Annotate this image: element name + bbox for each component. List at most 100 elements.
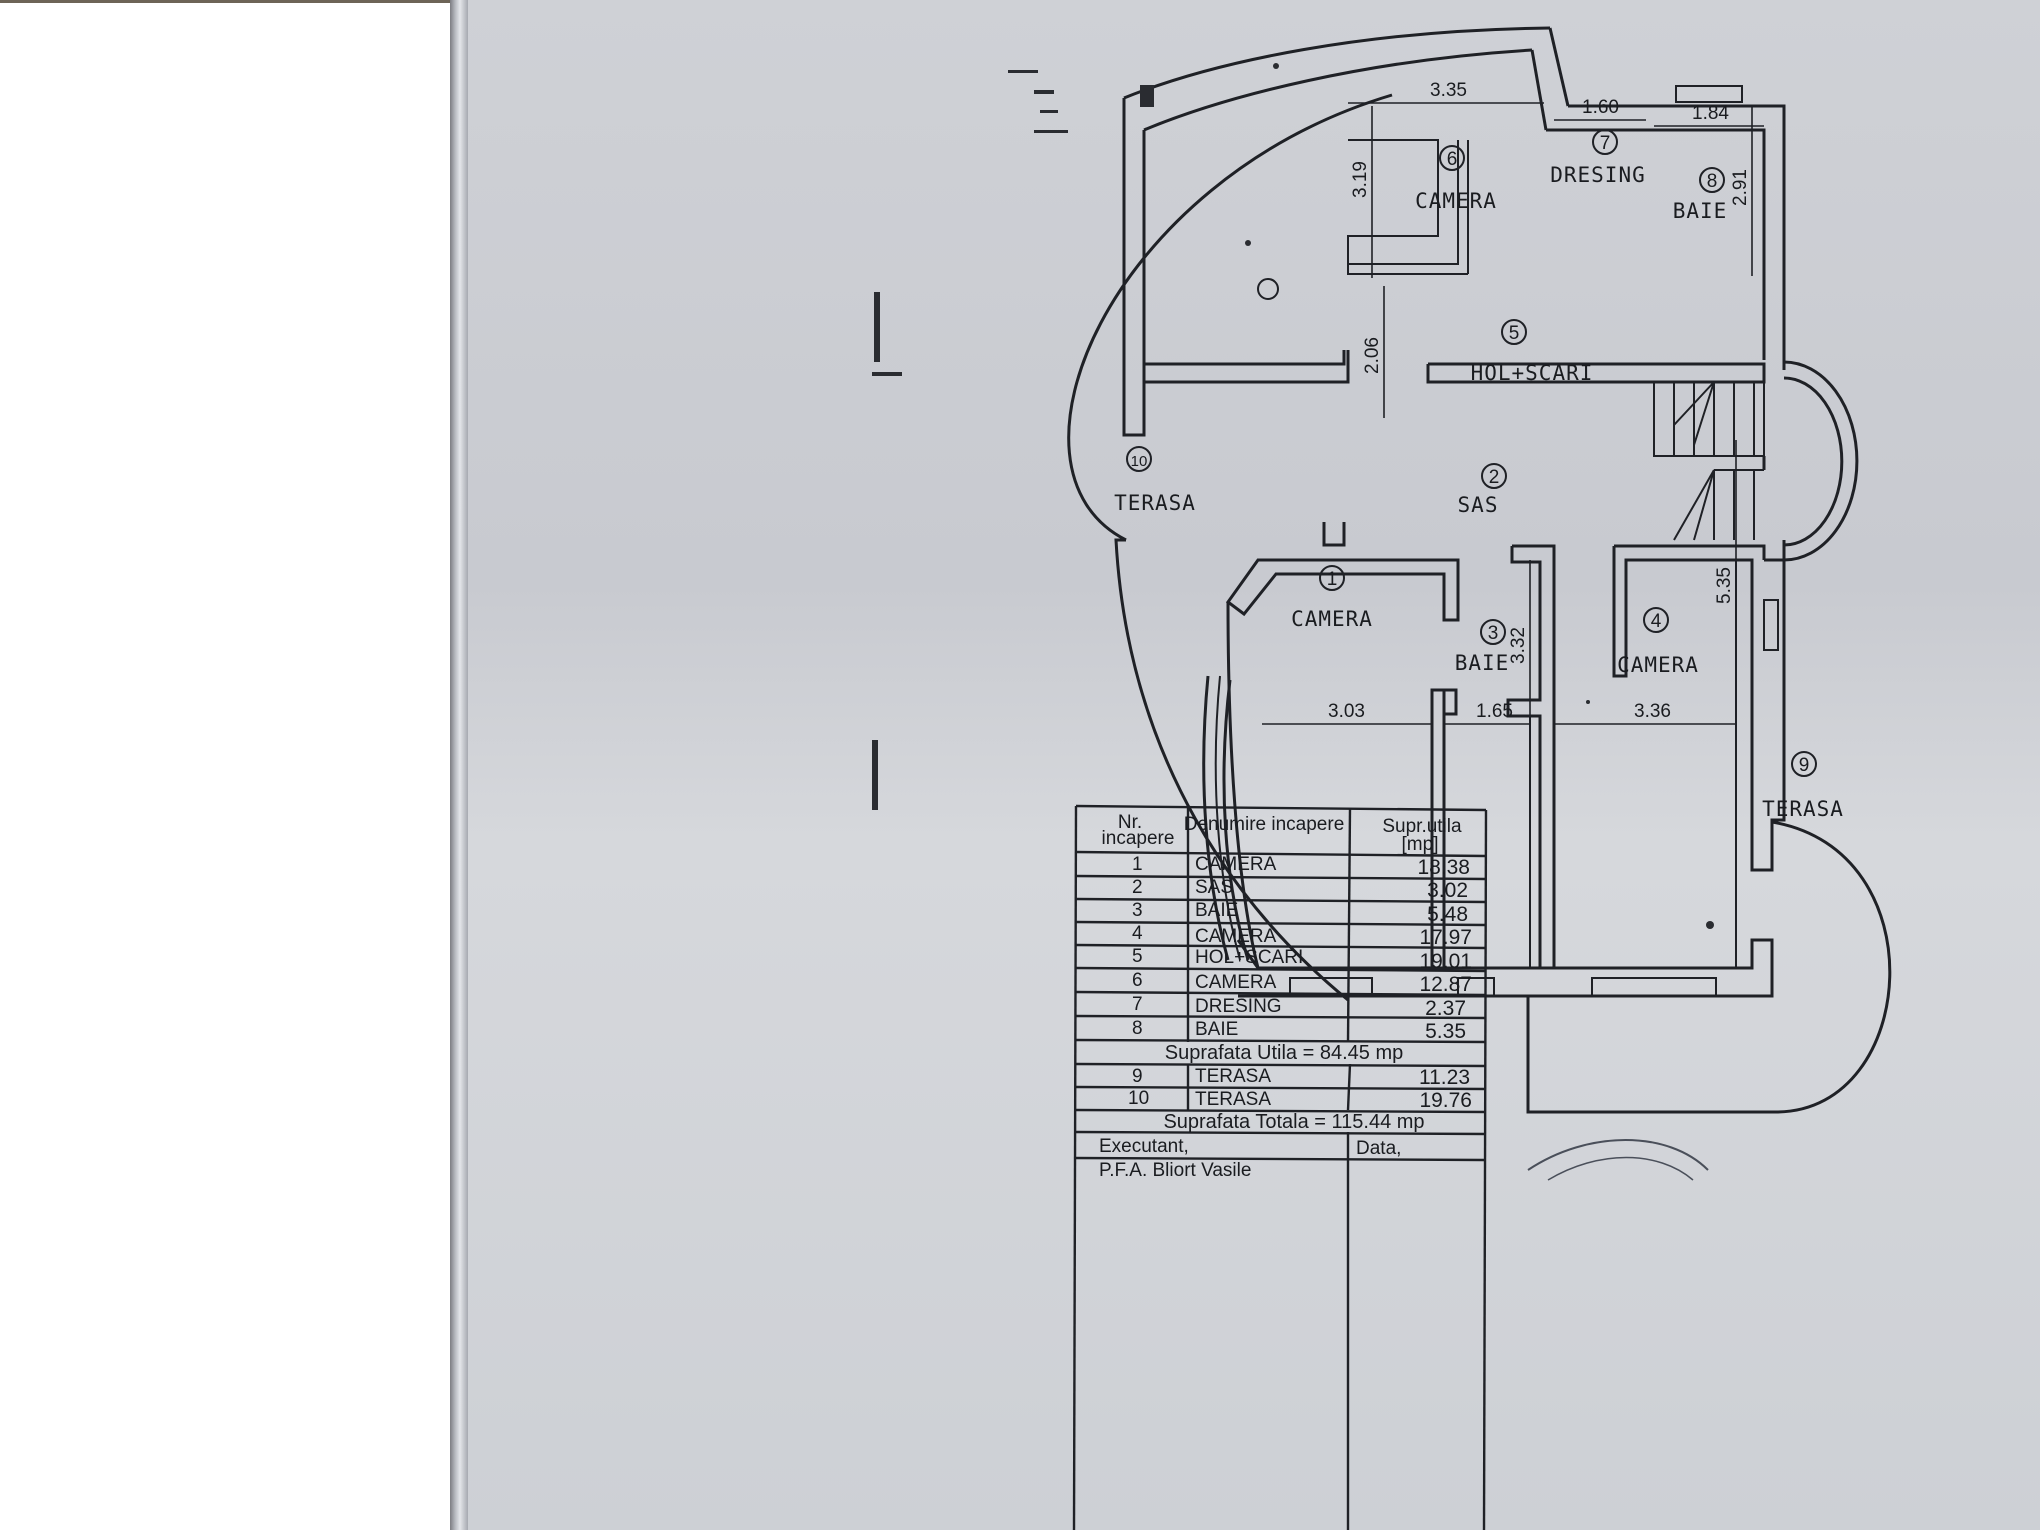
table-row: 9 TERASA 11.23 (1132, 1066, 1470, 1089)
table-header-no: incapere (1102, 828, 1175, 849)
floor-plan-drawing: 3.35 1.60 1.84 3.19 2.91 2.06 3.03 1.65 … (872, 26, 1892, 1530)
room-name: CAMERA (1415, 189, 1497, 213)
room-name: BAIE (1673, 199, 1728, 223)
table-row: 8 BAIE 5.35 (1132, 1018, 1466, 1043)
table-cell: SAS (1195, 877, 1233, 898)
room-name: HOL+SCARI (1471, 361, 1594, 385)
dim-label: 3.35 (1430, 80, 1467, 101)
table-cell: 3 (1132, 900, 1143, 921)
table-cell: 10 (1128, 1088, 1149, 1109)
table-header-name: Denumire incapere (1184, 814, 1345, 835)
room-name: SAS (1458, 493, 1499, 517)
room-number: 9 (1799, 755, 1810, 776)
table-cell: 19.76 (1419, 1089, 1472, 1112)
table-executant-label: Executant, (1099, 1136, 1189, 1157)
dimension-labels: 3.35 1.60 1.84 3.19 2.91 2.06 3.03 1.65 … (1328, 80, 1751, 722)
table-total: Suprafata Totala = 115.44 mp (1163, 1111, 1424, 1133)
table-cell: 2.37 (1425, 997, 1466, 1020)
room-8-label: 8 BAIE (1673, 167, 1728, 223)
table-date-label: Data, (1356, 1138, 1401, 1159)
table-row: 1 CAMERA 18.38 (1132, 854, 1470, 879)
room-name: CAMERA (1291, 607, 1373, 631)
dim-label: 2.06 (1362, 337, 1383, 374)
staircase (1653, 381, 1765, 541)
scan-specks (872, 63, 1714, 929)
room-name: TERASA (1114, 491, 1196, 515)
table-cell: 19.01 (1419, 950, 1472, 973)
area-table: Nr. incapere Denumire incapere Supr.util… (1072, 804, 1488, 1530)
stamp-mark (1527, 1139, 1709, 1171)
room-name: DRESING (1550, 163, 1646, 187)
table-cell: 5 (1132, 946, 1143, 967)
table-cell: 4 (1132, 923, 1143, 944)
table-row: 7 DRESING 2.37 (1132, 994, 1466, 1020)
table-cell: DRESING (1195, 996, 1282, 1017)
table-cell: 2 (1132, 877, 1143, 898)
table-row: 6 CAMERA 12.87 (1132, 970, 1472, 996)
dim-label: 1.60 (1582, 97, 1619, 118)
top-curved-wall (1123, 26, 1551, 100)
room-1-top-wall (1225, 558, 1460, 622)
table-row: 3 BAIE 5.48 (1132, 900, 1468, 926)
table-cell: CAMERA (1195, 854, 1277, 875)
dim-label: 2.91 (1730, 169, 1751, 206)
table-cell: 9 (1132, 1066, 1143, 1087)
room-6-label: 6 CAMERA (1415, 145, 1497, 213)
table-row: 5 HOL+SCARI 19.01 (1132, 946, 1472, 973)
room-labels: 6 CAMERA 7 DRESING 8 BAIE 5 HOL+SCARI 10… (1114, 129, 1844, 821)
dim-label: 1.65 (1476, 701, 1513, 722)
room-number: 8 (1707, 171, 1718, 192)
room-5-label: 5 HOL+SCARI (1471, 319, 1594, 385)
dim-label: 3.36 (1634, 701, 1671, 722)
dim-label: 5.35 (1714, 567, 1735, 604)
floor-plan-sheet: 3.35 1.60 1.84 3.19 2.91 2.06 3.03 1.65 … (468, 0, 2040, 1530)
terrace-10-outer (1114, 538, 1349, 1002)
room-number: 2 (1489, 467, 1500, 488)
room-number: 5 (1509, 323, 1520, 344)
room-name: BAIE (1455, 651, 1510, 675)
dimension-lines (1262, 102, 1764, 740)
table-cell: BAIE (1195, 900, 1238, 921)
room-number: 4 (1651, 611, 1662, 632)
paper-edge (450, 0, 468, 1530)
room-number: 7 (1600, 133, 1611, 154)
curved-window (1202, 675, 1230, 961)
walls (1067, 26, 1892, 1114)
room-name: TERASA (1762, 797, 1844, 821)
room-number: 10 (1131, 453, 1148, 470)
blank-margin (0, 0, 450, 1530)
room-9-label: 9 TERASA (1762, 751, 1844, 821)
table-cell: 11.23 (1419, 1066, 1470, 1089)
room-10-label: 10 TERASA (1114, 446, 1196, 515)
table-cell: 3.02 (1427, 879, 1468, 902)
table-header-area: [mp] (1402, 834, 1439, 855)
table-cell: 6 (1132, 970, 1143, 991)
room-2-label: 2 SAS (1458, 463, 1507, 517)
top-edge-line (0, 0, 450, 3)
room-7-label: 7 DRESING (1550, 129, 1646, 187)
table-cell: BAIE (1195, 1019, 1238, 1040)
room-3-label: 3 BAIE (1455, 619, 1510, 675)
dim-label: 3.32 (1508, 627, 1529, 664)
table-cell: TERASA (1195, 1066, 1271, 1087)
room-4-label: 4 CAMERA (1617, 607, 1698, 677)
terrace-10-arc (1067, 93, 1393, 542)
table-cell: CAMERA (1195, 926, 1277, 947)
table-row: 2 SAS 3.02 (1132, 877, 1468, 902)
table-cell: 1 (1132, 854, 1143, 875)
top-curved-wall-inner (1143, 48, 1533, 132)
dim-label: 3.03 (1328, 701, 1365, 722)
column (1257, 278, 1279, 300)
dim-label: 1.84 (1692, 103, 1729, 124)
table-cell: 12.87 (1419, 973, 1472, 996)
table-row: 10 TERASA 19.76 (1128, 1088, 1472, 1112)
terrace-9-outline (1526, 820, 1892, 1114)
table-cell: 5.48 (1427, 903, 1468, 926)
room-number: 6 (1447, 149, 1458, 170)
table-cell: TERASA (1195, 1089, 1271, 1110)
bay-window-arc (1783, 360, 1859, 562)
table-cell: HOL+SCARI (1195, 947, 1303, 968)
table-executant-name: P.F.A. Bliort Vasile (1099, 1160, 1251, 1181)
table-cell: 7 (1132, 994, 1143, 1015)
table-row: 4 CAMERA 17.97 (1132, 923, 1472, 949)
